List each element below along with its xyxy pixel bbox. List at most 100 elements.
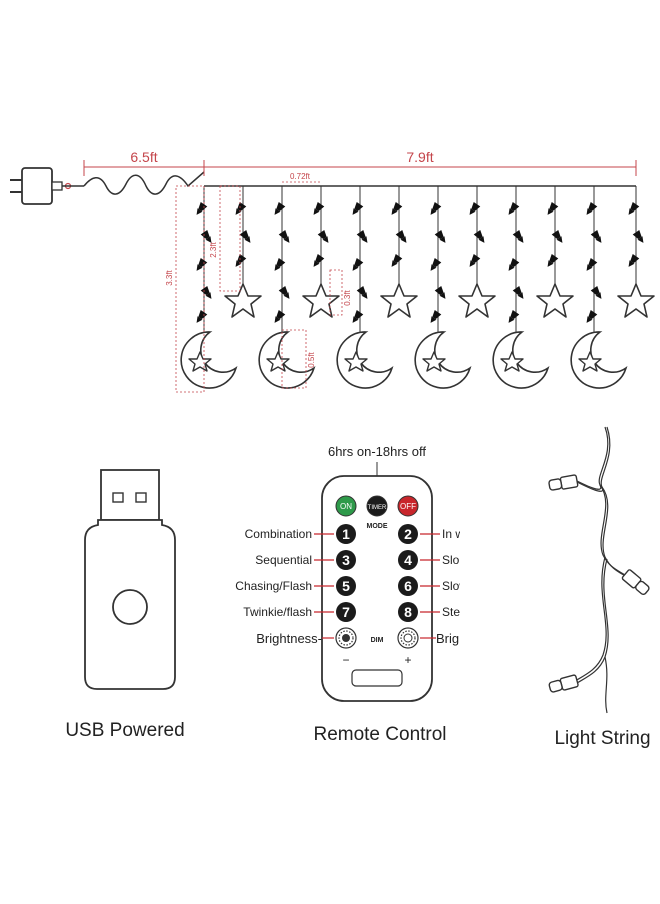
timer-button[interactable]: TIMER — [366, 495, 388, 517]
mode-button-2[interactable]: 2 — [398, 524, 418, 544]
bulb-icon — [395, 229, 410, 246]
bulb-icon — [349, 309, 364, 326]
svg-text:TIMER: TIMER — [368, 505, 387, 511]
timer-note: 6hrs on-18hrs off — [328, 444, 426, 459]
remote-control: 6hrs on-18hrs off ON TIMER OFF MODE 1 Com… — [235, 444, 460, 702]
bulb-icon — [271, 201, 286, 218]
bulb-icon — [427, 257, 442, 274]
mode-label-2: In wave — [442, 527, 460, 541]
bulb-icon — [310, 253, 325, 270]
bulb-icon — [271, 257, 286, 274]
bulb-icon — [193, 257, 208, 274]
moon-size-dimension: 0.5ft — [281, 329, 316, 389]
mode-button-3[interactable]: 3 — [336, 550, 356, 570]
mode-button-4[interactable]: 4 — [398, 550, 418, 570]
bulb-icon — [310, 201, 325, 218]
long-drop-label: 3.3ft — [165, 269, 174, 285]
bulb-icon — [239, 229, 254, 246]
long-drop-dimension: 3.3ft — [165, 185, 205, 393]
bulb-icon — [388, 201, 403, 218]
bulb-icon — [544, 253, 559, 270]
bulb-icon — [193, 201, 208, 218]
mode-button-5[interactable]: 5 — [336, 576, 356, 596]
off-button[interactable]: OFF — [397, 495, 419, 517]
moon-strand — [492, 186, 549, 389]
bulb-icon — [632, 229, 647, 246]
minus-label: − — [342, 653, 349, 667]
star-icon — [536, 283, 574, 318]
bulb-icon — [232, 201, 247, 218]
svg-text:ON: ON — [340, 502, 352, 511]
bulb-icon — [356, 285, 371, 302]
moon-size-label: 0.5ft — [307, 351, 316, 367]
brightness-down-button[interactable] — [335, 627, 357, 649]
bulb-icon — [544, 201, 559, 218]
mode-button-number: 2 — [404, 526, 412, 542]
star-gap-label: 0.3ft — [343, 289, 352, 305]
plug-icon — [10, 167, 84, 205]
bulb-icon — [349, 201, 364, 218]
svg-text:OFF: OFF — [400, 502, 416, 511]
bulb-icon — [505, 257, 520, 274]
star-icon — [380, 283, 418, 318]
brightness-minus-label: Brightness- — [256, 631, 322, 646]
bulb-icon — [625, 201, 640, 218]
on-button[interactable]: ON — [335, 495, 357, 517]
moon-icon — [336, 331, 393, 389]
mode-label: MODE — [367, 523, 388, 530]
dim-label: DIM — [371, 637, 384, 644]
mode-button-1[interactable]: 1 — [336, 524, 356, 544]
moon-strand — [414, 186, 471, 389]
mode-button-number: 4 — [404, 552, 412, 568]
mode-label-3: Sequential — [255, 553, 312, 567]
bulb-icon — [349, 257, 364, 274]
bulb-icon — [434, 285, 449, 302]
bulb-icon — [621, 569, 650, 596]
bulb-icon — [356, 229, 371, 246]
bulb-icon — [193, 309, 208, 326]
star-icon — [224, 283, 262, 318]
remote-caption: Remote Control — [313, 724, 447, 745]
cable-length-dimension: 6.5ft — [83, 149, 205, 176]
cable-length-label: 6.5ft — [130, 149, 157, 165]
bulb-icon — [278, 285, 293, 302]
moon-strand — [180, 186, 237, 389]
strand-spacing-label: 0.72ft — [290, 172, 311, 181]
remote-window — [351, 669, 403, 687]
mode-label-5: Chasing/Flash — [235, 579, 312, 593]
bulb-icon — [548, 474, 579, 491]
mode-button-8[interactable]: 8 — [398, 602, 418, 622]
bulb-icon — [434, 229, 449, 246]
string-caption: Light String — [554, 728, 651, 749]
sun-icon — [400, 630, 416, 646]
bulb-icon — [583, 201, 598, 218]
mode-button-number: 8 — [404, 604, 412, 620]
mode-button-6[interactable]: 6 — [398, 576, 418, 596]
mode-keys: 1 Combination 2 In wave 3 Sequential 4 Slo glo 5… — [235, 524, 460, 622]
moon-strand — [336, 186, 393, 389]
mode-button-7[interactable]: 7 — [336, 602, 356, 622]
bulb-icon — [466, 253, 481, 270]
bulb-icon — [512, 285, 527, 302]
mode-button-number: 7 — [342, 604, 350, 620]
power-cable — [83, 171, 205, 195]
moon-icon — [492, 331, 549, 389]
star-strand — [302, 186, 340, 318]
bulb-icon — [590, 285, 605, 302]
bulb-icon — [512, 229, 527, 246]
bulb-icon — [590, 229, 605, 246]
mode-button-number: 1 — [342, 526, 350, 542]
star-icon — [458, 283, 496, 318]
bulb-icon — [583, 309, 598, 326]
bulb-icon — [317, 229, 332, 246]
curtain-width-dimension: 7.9ft — [204, 149, 637, 176]
bulb-icon — [505, 309, 520, 326]
bulb-icon — [232, 253, 247, 270]
mode-label-1: Combination — [245, 527, 312, 541]
usb-caption: USB Powered — [65, 720, 185, 741]
moon-icon — [180, 331, 237, 389]
moon-icon — [414, 331, 471, 389]
star-strand — [536, 186, 574, 318]
brightness-up-button[interactable] — [397, 627, 419, 649]
mode-label-4: Slo glo — [442, 553, 460, 567]
